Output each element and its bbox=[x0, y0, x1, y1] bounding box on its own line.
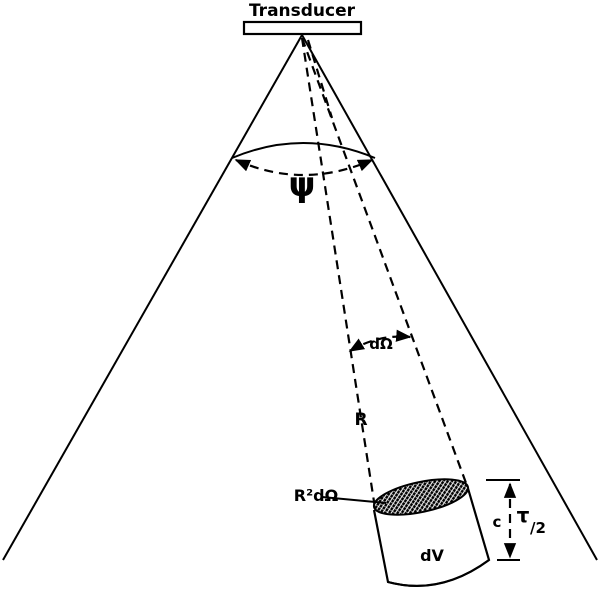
solid-angle-arrow bbox=[348, 329, 412, 352]
volume-label: dV bbox=[420, 546, 444, 565]
pulse-tau-label: τ bbox=[517, 503, 530, 527]
transducer-title: Transducer bbox=[249, 1, 356, 21]
pulse-divisor-label: /2 bbox=[530, 519, 546, 537]
beam-angle-arrow bbox=[234, 158, 374, 177]
area-leader-line bbox=[321, 496, 387, 504]
solid-angle-edge-right bbox=[300, 37, 468, 484]
volume-cylinder-top-hatched bbox=[372, 478, 470, 516]
solid-angle-edge-left bbox=[300, 37, 377, 509]
beam-angle-label: ψ bbox=[289, 165, 316, 205]
beam-edge-right bbox=[301, 34, 598, 561]
area-label: R²dΩ bbox=[294, 486, 339, 505]
range-label: R bbox=[354, 410, 367, 430]
beam-edge-left bbox=[2, 34, 303, 561]
solid-angle-edge-mid bbox=[306, 39, 334, 119]
transducer-body bbox=[242, 20, 363, 36]
pulse-c-label: c bbox=[493, 513, 502, 531]
solid-angle-label: dΩ bbox=[369, 335, 393, 353]
beam-angle-arc-top bbox=[231, 142, 376, 159]
volume-cylinder-bottom bbox=[387, 559, 490, 587]
